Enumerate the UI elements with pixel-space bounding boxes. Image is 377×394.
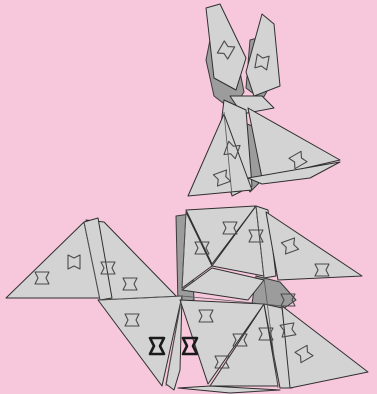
puzzle-board xyxy=(0,0,377,394)
folded-polydron-figure xyxy=(0,0,377,394)
